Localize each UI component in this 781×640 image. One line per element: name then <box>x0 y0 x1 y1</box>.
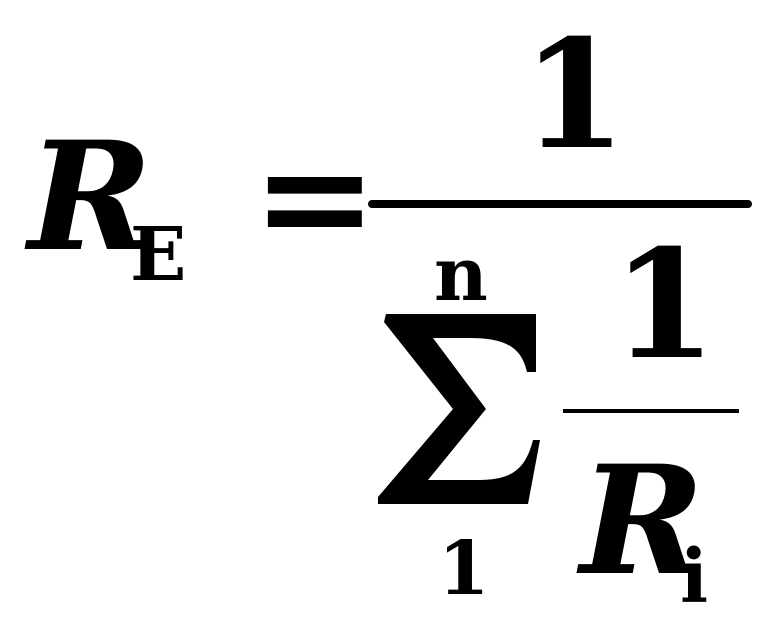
inner-fraction-bar <box>563 409 739 413</box>
resistor-subscript: i <box>680 534 709 620</box>
inner-fraction-numerator: 1 <box>612 217 717 393</box>
sigma-icon <box>378 314 540 504</box>
equals-sign: = <box>252 109 378 285</box>
main-fraction-numerator: 1 <box>522 7 627 183</box>
effective-resistance-symbol: R <box>28 109 153 285</box>
effective-resistance-subscript: E <box>130 212 187 298</box>
sum-upper-limit: n <box>434 232 488 318</box>
resistor-symbol: R <box>580 433 705 609</box>
sigma-shape <box>378 314 540 504</box>
sum-lower-limit: 1 <box>438 526 490 612</box>
main-fraction-bar <box>368 200 752 208</box>
